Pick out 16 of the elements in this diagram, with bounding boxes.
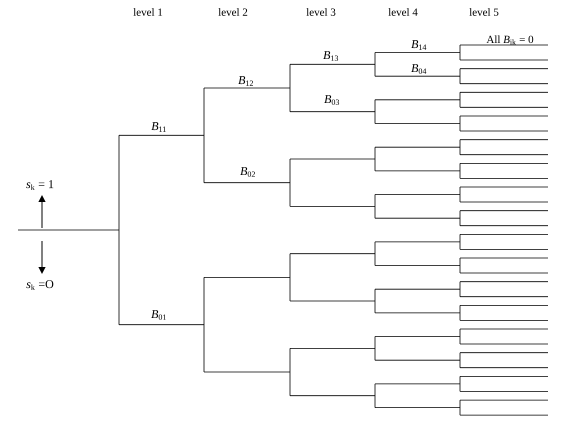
- level-label: level 4: [388, 8, 418, 16]
- leaf-label: All B$_{ik}$ = 0: [486, 35, 534, 45]
- branch-label: B$_{12}$: [238, 76, 253, 86]
- branch-label: B$_{01}$: [151, 310, 166, 320]
- branch-label: B$_{02}$: [240, 167, 255, 177]
- branch-label: B$_{04}$: [411, 64, 426, 74]
- branch-label: B$_{03}$: [324, 95, 340, 105]
- level-label: level 2: [218, 8, 248, 16]
- level-label: level 3: [306, 8, 336, 16]
- state-label: s$_{k}$ =O: [26, 280, 54, 290]
- branch-label: B$_{11}$: [151, 122, 166, 132]
- level-label: level 1: [133, 8, 162, 16]
- state-label: s$_{k}$ = 1: [26, 180, 54, 190]
- level-label: level 5: [469, 8, 498, 16]
- branch-label: B$_{13}$: [323, 51, 338, 61]
- branch-label: B$_{14}$: [411, 40, 426, 50]
